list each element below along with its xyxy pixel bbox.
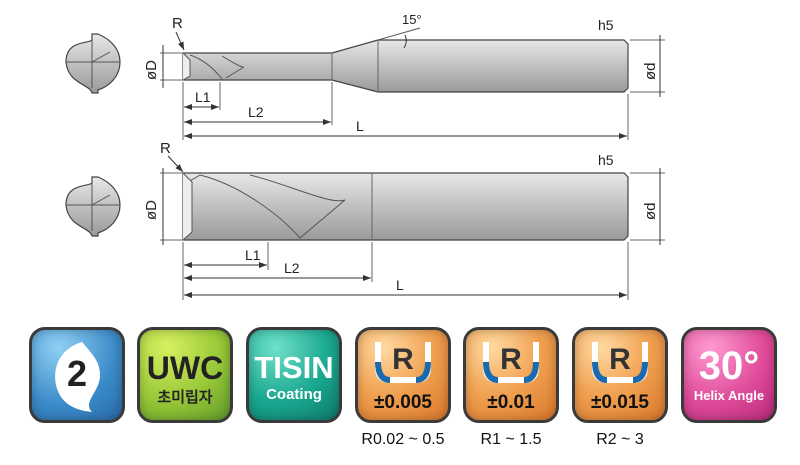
bottom-shank-diameter-label: ød (642, 202, 659, 220)
helix-angle-badge: 30° Helix Angle (681, 327, 777, 423)
top-l-label: L (356, 118, 364, 134)
radius-tolerance-badge: R ±0.01 (463, 327, 559, 423)
radius-range-caption: R2 ~ 3 (596, 431, 644, 448)
material-subtitle: 초미립자 (157, 389, 213, 406)
radius-tolerance: ±0.01 (487, 392, 535, 413)
flute-count: 2 (66, 353, 88, 394)
radius-range-caption: R1 ~ 1.5 (480, 431, 542, 448)
top-shank-diameter-label: ød (642, 62, 659, 80)
helix-angle-value: 30° (698, 344, 760, 388)
top-radius-label: R (172, 15, 183, 32)
radius-symbol: R (392, 343, 414, 376)
bottom-l1-label: L1 (245, 247, 261, 263)
material-title: UWC (146, 350, 224, 386)
technical-drawing: R 15° h5 øD ød L1 L2 L R h5 øD ød L1 L2 … (65, 12, 665, 300)
top-diameter-label: øD (143, 60, 160, 80)
corner-radius-icon (483, 342, 539, 383)
bottom-l-label: L (396, 277, 404, 293)
top-angle-label: 15° (402, 12, 422, 27)
top-tolerance-label: h5 (598, 17, 614, 33)
top-l2-label: L2 (248, 104, 264, 120)
top-l1-label: L1 (195, 89, 211, 105)
radius-range-caption: R0.02 ~ 0.5 (361, 431, 445, 448)
radius-tolerance-badge: R ±0.005 (355, 327, 451, 423)
flute-count-badge: 2 (29, 327, 125, 423)
end-view-top (65, 33, 121, 94)
corner-radius-icon (375, 342, 431, 383)
coating-badge: TISIN Coating (246, 327, 342, 423)
radius-symbol: R (609, 343, 631, 376)
radius-tolerance: ±0.005 (374, 392, 432, 413)
radius-symbol: R (500, 343, 522, 376)
bottom-diameter-label: øD (143, 200, 160, 220)
helix-angle-label: Helix Angle (693, 388, 765, 403)
material-badge: UWC 초미립자 (137, 327, 233, 423)
radius-tolerance: ±0.015 (591, 392, 649, 413)
radius-tolerance-badge: R ±0.015 (572, 327, 668, 423)
bottom-tolerance-label: h5 (598, 152, 614, 168)
corner-radius-icon (592, 342, 648, 383)
end-mill-top (182, 39, 629, 93)
bottom-l2-label: L2 (284, 260, 300, 276)
flute-swirl-icon (55, 342, 100, 412)
end-view-bottom (65, 176, 121, 237)
end-mill-bottom (182, 172, 629, 241)
coating-title: TISIN (254, 350, 334, 385)
coating-subtitle: Coating (266, 386, 322, 403)
bottom-radius-label: R (160, 140, 171, 157)
